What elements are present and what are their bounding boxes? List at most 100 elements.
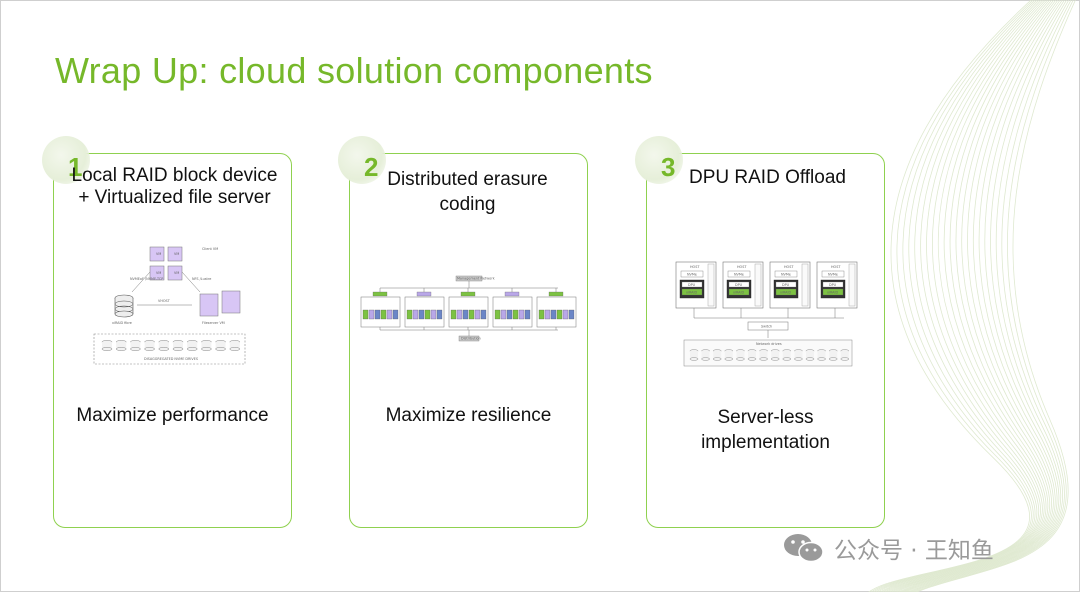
vm-label: VM	[156, 271, 161, 275]
drive-body	[713, 351, 722, 359]
drive-cell	[518, 309, 525, 320]
contour-line	[877, 0, 1040, 592]
dpu-label: DPU	[829, 283, 837, 287]
xraid-chip	[728, 288, 750, 296]
dpu-label-box	[681, 281, 703, 288]
drive-bottom	[201, 347, 212, 351]
drive-bottom	[771, 357, 780, 361]
xraid-chip	[681, 288, 703, 296]
drive-body	[229, 342, 240, 349]
drive-cell	[362, 309, 369, 320]
fileserver-label: Fileserver VM	[202, 321, 225, 325]
dpu-label: DPU	[782, 283, 790, 287]
contour-line	[888, 0, 1051, 592]
drive-bottom	[782, 357, 791, 361]
host-label: HOST	[784, 265, 794, 269]
vm-label: VM	[156, 252, 161, 256]
drive-bottom	[805, 357, 815, 361]
contour-line	[904, 0, 1066, 592]
nvme-label: NVMe	[781, 273, 791, 277]
nvme-box	[821, 270, 845, 278]
xraid-label: xiRAID	[827, 291, 838, 295]
nvme-box	[727, 270, 751, 278]
drive-cell	[506, 309, 513, 320]
nvme-box	[774, 270, 798, 278]
number-badge	[635, 136, 683, 184]
card-footer: Maximize resilience	[385, 405, 552, 426]
wechat-icon	[784, 534, 824, 563]
host-label: HOST	[690, 265, 700, 269]
drive-cell	[524, 309, 531, 320]
vm-box	[149, 246, 165, 262]
number-badge	[338, 136, 386, 184]
nvme-label: NVMe	[828, 273, 838, 277]
contour-line	[886, 0, 1049, 592]
contour-line	[902, 0, 1063, 592]
nvme-label: NVMEoF /NVME-TCP	[130, 277, 163, 281]
disaggregated-label: DISAGGREGATED NVME DRIVES	[144, 357, 198, 361]
drive-bottom	[713, 357, 722, 361]
dpu-label: DPU	[688, 283, 696, 287]
distribution-label: Distribution	[461, 337, 481, 341]
drive-cell	[406, 309, 413, 320]
drive-bottom	[130, 347, 141, 351]
contour-line	[891, 0, 1053, 592]
host-row: HOSTNVMeDPUxiRAIDHOSTNVMeDPUxiRAIDHOSTNV…	[675, 261, 858, 318]
card-title: Distributed erasure coding	[387, 169, 548, 215]
raid-node-row	[360, 288, 577, 330]
xraid-chip	[775, 288, 797, 296]
node-badge	[548, 291, 564, 297]
network-drive-row	[689, 349, 849, 361]
drive-body	[201, 342, 212, 349]
host-side-panel	[801, 263, 809, 307]
drive-cell	[500, 309, 507, 320]
drive-body	[794, 351, 803, 359]
node-badge	[460, 291, 476, 297]
drive-cell	[512, 309, 519, 320]
card-title: DPU RAID Offload	[689, 167, 846, 188]
node-badge	[372, 291, 388, 297]
vm-label: VM	[174, 252, 179, 256]
drive-bottom	[689, 357, 699, 361]
host-side-panel	[707, 263, 715, 307]
watermark-text: 公众号 · 王知鱼	[834, 538, 994, 564]
drive-cell	[538, 309, 545, 320]
drive-cell	[430, 309, 437, 320]
contour-line	[884, 0, 1047, 592]
drive-body	[173, 342, 183, 349]
background-contour-lines	[868, 0, 1076, 592]
fileserver-vm-box	[221, 290, 241, 314]
drive-cell	[412, 309, 419, 320]
vm-label: VM	[174, 271, 179, 275]
local-raid-diagram: VM VM VM VM Client VM NVMEoF /NVME-TCP N…	[93, 246, 246, 365]
drive-bottom	[158, 347, 170, 351]
distribution-node	[458, 335, 480, 342]
drive-cell	[450, 309, 457, 320]
vm-box	[149, 265, 165, 281]
xraid-storage-icon	[114, 294, 134, 318]
contour-line	[911, 0, 1072, 592]
xraid-label: xiRAID fibre	[112, 321, 132, 325]
drive-bottom	[747, 357, 757, 361]
drive-body	[102, 342, 112, 349]
drive-bottom	[215, 347, 226, 351]
contour-line	[870, 0, 1034, 592]
contour-line	[875, 0, 1038, 592]
contour-line	[897, 0, 1059, 592]
node-badge	[504, 291, 520, 297]
drive-cell	[368, 309, 375, 320]
nvme-label: NVMe	[734, 273, 744, 277]
drive-cell	[386, 309, 393, 320]
vm-box	[167, 246, 183, 262]
contour-line	[909, 0, 1070, 592]
drive-cell	[424, 309, 431, 320]
dpu-label-box	[822, 281, 844, 288]
client-vm-label: Client VM	[202, 247, 218, 251]
drive-bottom	[116, 347, 127, 351]
drive-body	[690, 351, 698, 359]
drive-bottom	[840, 357, 849, 361]
contour-line	[915, 0, 1076, 592]
drive-bottom	[172, 347, 184, 351]
drive-cell	[436, 309, 443, 320]
drive-body	[701, 351, 710, 359]
